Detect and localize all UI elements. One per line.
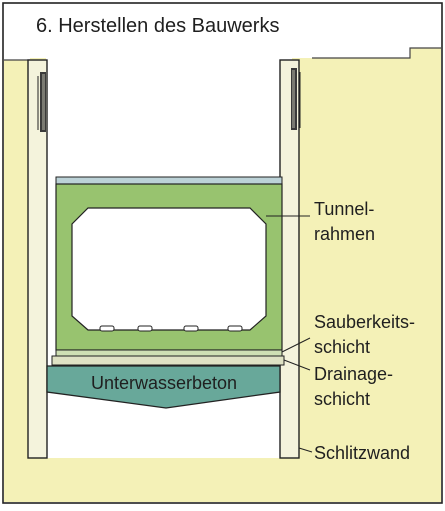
drainage-layer (51, 355, 285, 366)
label-unterwasserbeton: Unterwasserbeton (91, 373, 237, 393)
floor-ducts (99, 325, 243, 332)
leader-lines (266, 215, 313, 453)
label-schlitzwand: Schlitzwand (314, 443, 410, 463)
diagram-title: 6. Herstellen des Bauwerks (36, 15, 279, 37)
sheet-pile-right-icon (291, 68, 301, 130)
ground-surface-line (4, 47, 441, 61)
label-tunnel-1: Tunnel- (314, 199, 374, 219)
label-drain-1: Drainage- (314, 364, 393, 384)
label-tunnel-2: rahmen (314, 224, 375, 244)
label-drain-2: schicht (314, 389, 370, 409)
blinding-layer (55, 349, 283, 357)
sheet-pile-left-icon (37, 72, 46, 132)
outer-border (2, 2, 443, 504)
slurry-wall-left (27, 59, 48, 459)
label-sauber-1: Sauberkeits- (314, 312, 415, 332)
tunnel-opening (71, 207, 267, 331)
underwater-concrete (46, 365, 281, 409)
label-sauber-2: schicht (314, 337, 370, 357)
